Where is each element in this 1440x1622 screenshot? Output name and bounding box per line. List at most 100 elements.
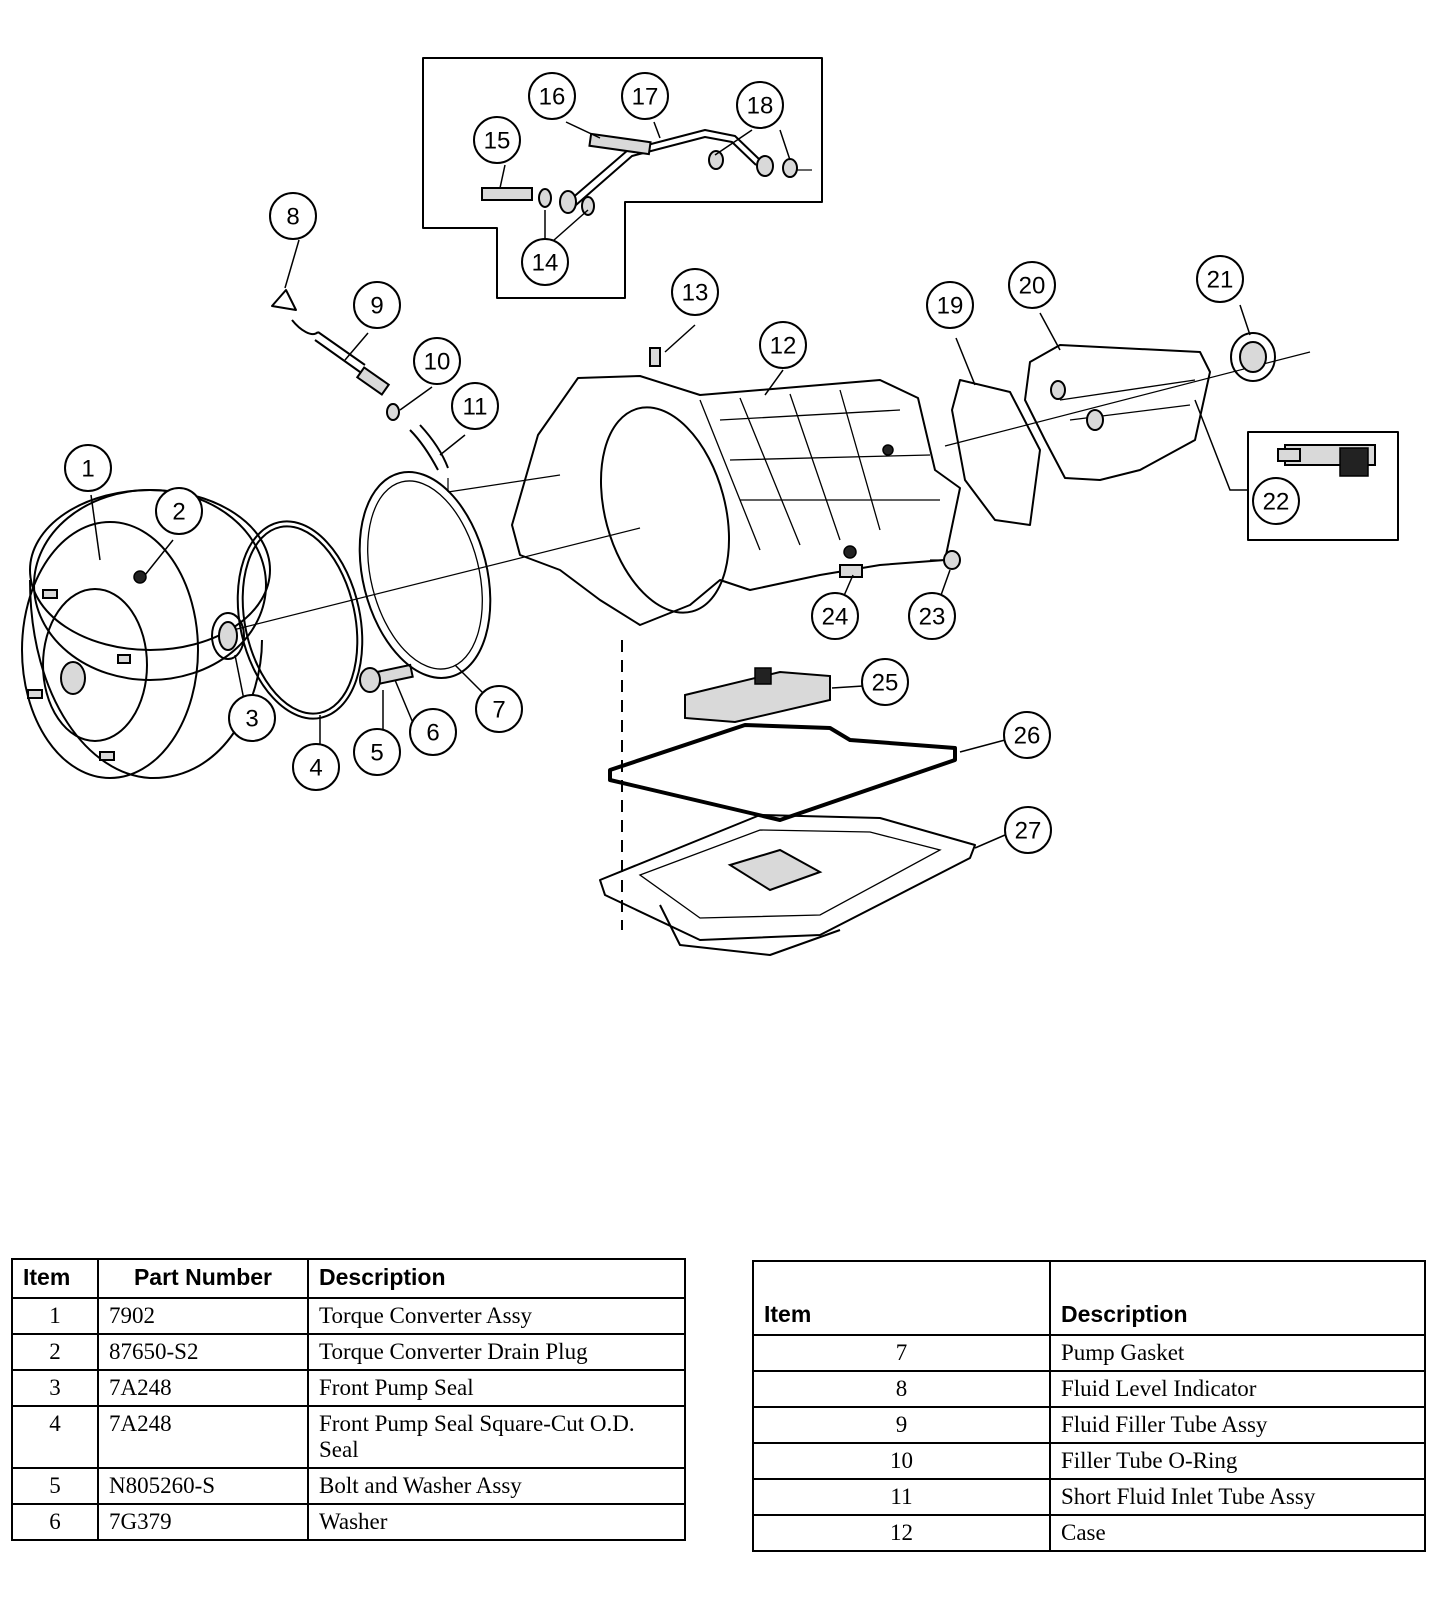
callout-18: 18 xyxy=(736,81,784,129)
oil-filter xyxy=(684,667,831,724)
callout-15: 15 xyxy=(473,116,521,164)
cell-description: Case xyxy=(1049,1514,1426,1552)
callout-number: 18 xyxy=(747,93,774,120)
callout-11: 11 xyxy=(451,382,499,430)
callout-1: 1 xyxy=(64,444,112,492)
callout-number: 3 xyxy=(245,706,258,733)
cell-item: 11 xyxy=(752,1478,1051,1516)
front-pump-seal xyxy=(211,612,245,660)
transmission-case xyxy=(511,347,961,626)
callout-number: 10 xyxy=(424,349,451,376)
callout-number: 6 xyxy=(426,720,439,747)
oil-pan xyxy=(599,814,976,956)
cell-description: Filler Tube O-Ring xyxy=(1049,1442,1426,1480)
cell-description: Torque Converter Assy xyxy=(307,1297,686,1335)
callout-number: 20 xyxy=(1019,273,1046,300)
pan-gasket xyxy=(608,723,957,822)
callout-circle xyxy=(759,321,807,369)
callout-number: 16 xyxy=(539,84,566,111)
header-description: Description xyxy=(307,1258,686,1299)
bolt-and-washer xyxy=(359,663,414,693)
callout-13: 13 xyxy=(671,268,719,316)
exploded-transmission-diagram: 1234567891011121314151617181920212223242… xyxy=(21,57,1399,956)
callout-circle xyxy=(621,72,669,120)
cell-part-number: 87650-S2 xyxy=(97,1333,309,1371)
callout-circle xyxy=(736,81,784,129)
callout-number: 8 xyxy=(286,204,299,231)
callout-17: 17 xyxy=(621,72,669,120)
callout-26: 26 xyxy=(1003,711,1051,759)
callout-circle xyxy=(908,592,956,640)
callout-24: 24 xyxy=(811,592,859,640)
callout-6: 6 xyxy=(409,708,457,756)
cell-description: Short Fluid Inlet Tube Assy xyxy=(1049,1478,1426,1516)
cell-part-number: 7A248 xyxy=(97,1405,309,1469)
callout-14: 14 xyxy=(521,238,569,286)
cell-item: 7 xyxy=(752,1334,1051,1372)
header-description: Description xyxy=(1049,1260,1426,1336)
callout-circle xyxy=(861,658,909,706)
callout-21: 21 xyxy=(1196,255,1244,303)
callout-2: 2 xyxy=(155,487,203,535)
fluid-level-indicator-group xyxy=(271,289,561,493)
inset-box-sensor xyxy=(1194,399,1399,541)
cell-part-number: 7G379 xyxy=(97,1503,309,1541)
cell-description: Pump Gasket xyxy=(1049,1334,1426,1372)
cell-description: Fluid Level Indicator xyxy=(1049,1370,1426,1408)
case-fittings xyxy=(839,550,961,578)
callout-9: 9 xyxy=(353,281,401,329)
callout-number: 2 xyxy=(172,499,185,526)
callout-circle xyxy=(1196,255,1244,303)
callout-number: 14 xyxy=(532,250,559,277)
square-cut-seal xyxy=(236,520,364,720)
header-item: Item xyxy=(11,1258,99,1299)
callout-circle xyxy=(521,238,569,286)
callout-circle xyxy=(1003,711,1051,759)
callout-number: 26 xyxy=(1014,723,1041,750)
callout-8: 8 xyxy=(269,192,317,240)
callout-circle xyxy=(409,708,457,756)
extension-housing-seal xyxy=(1230,332,1276,382)
callout-number: 21 xyxy=(1207,267,1234,294)
extension-housing-gasket xyxy=(951,379,1041,526)
callout-circle xyxy=(228,694,276,742)
cell-item: 10 xyxy=(752,1442,1051,1480)
callout-number: 17 xyxy=(632,84,659,111)
callout-circle xyxy=(269,192,317,240)
cell-description: Torque Converter Drain Plug xyxy=(307,1333,686,1371)
callout-number: 13 xyxy=(682,280,709,307)
callout-circle xyxy=(1004,806,1052,854)
callout-circle xyxy=(475,685,523,733)
callout-27: 27 xyxy=(1004,806,1052,854)
callout-number: 24 xyxy=(822,604,849,631)
header-item: Item xyxy=(752,1260,1051,1336)
callout-3: 3 xyxy=(228,694,276,742)
callout-number: 22 xyxy=(1263,489,1290,516)
header-part-number: Part Number xyxy=(97,1258,309,1299)
cell-description: Washer xyxy=(307,1503,686,1541)
callout-5: 5 xyxy=(353,728,401,776)
callout-circle xyxy=(353,728,401,776)
callout-number: 19 xyxy=(937,293,964,320)
callout-12: 12 xyxy=(759,321,807,369)
callout-number: 25 xyxy=(872,670,899,697)
callout-23: 23 xyxy=(908,592,956,640)
callout-22: 22 xyxy=(1252,477,1300,525)
callout-16: 16 xyxy=(528,72,576,120)
callout-19: 19 xyxy=(926,281,974,329)
callout-circle xyxy=(292,743,340,791)
callout-circle xyxy=(671,268,719,316)
callout-20: 20 xyxy=(1008,261,1056,309)
cell-item: 6 xyxy=(11,1503,99,1541)
cell-item: 8 xyxy=(752,1370,1051,1408)
callout-circle xyxy=(1252,477,1300,525)
